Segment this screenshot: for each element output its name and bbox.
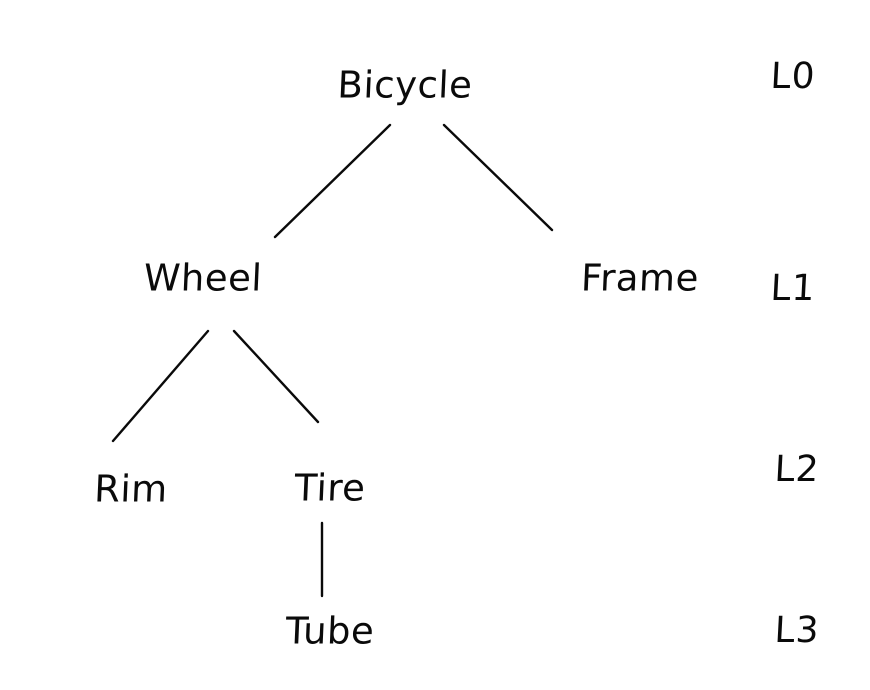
node-frame[interactable]: Frame [580, 256, 700, 300]
level-label-l0: L0 [769, 56, 817, 97]
node-bicycle[interactable]: Bicycle [336, 63, 474, 107]
level-label-l1: L1 [769, 268, 817, 309]
edge-bicycle-frame [442, 123, 554, 232]
node-tire[interactable]: Tire [293, 466, 367, 510]
level-label-l3: L3 [773, 610, 821, 651]
node-tube[interactable]: Tube [284, 609, 376, 653]
level-label-l2: L2 [773, 449, 821, 490]
node-wheel[interactable]: Wheel [142, 256, 264, 300]
node-rim[interactable]: Rim [93, 467, 169, 511]
edge-bicycle-wheel [273, 123, 392, 239]
edge-group [111, 123, 554, 598]
edge-wheel-rim [111, 329, 210, 443]
edge-wheel-tire [232, 329, 320, 424]
